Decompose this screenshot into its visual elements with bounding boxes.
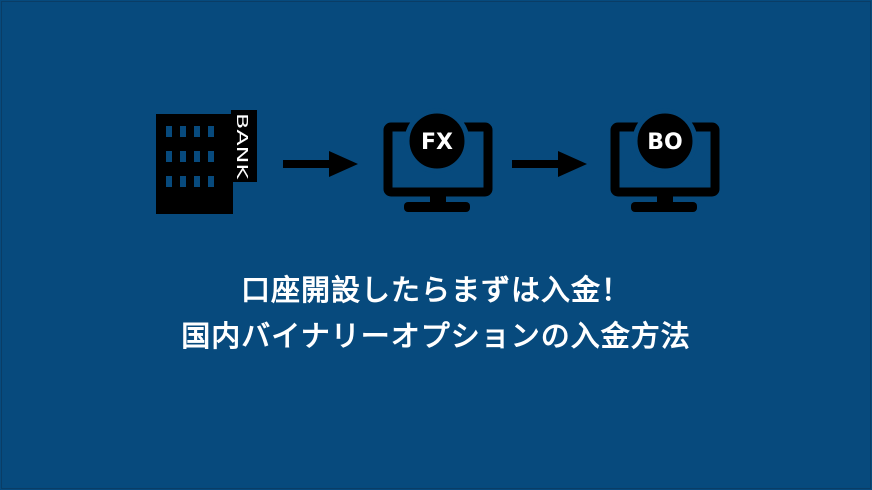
bo-monitor-icon: BO: [610, 108, 720, 212]
bank-sign-label: BANK: [233, 113, 251, 181]
deposit-flow-diagram: BANK FX BO: [156, 108, 720, 214]
arrow-right-icon: [283, 151, 358, 177]
bank-building-icon: BANK: [156, 110, 257, 214]
arrow-right-icon: [512, 151, 587, 177]
headline-line-2: 国内バイナリーオプションの入金方法: [181, 319, 691, 353]
fx-monitor-icon: FX: [383, 108, 493, 212]
fx-label: FX: [421, 130, 453, 155]
headline-line-1: 口座開設したらまずは入金！: [240, 273, 631, 307]
bo-label: BO: [647, 130, 682, 155]
bank-sign: [231, 110, 257, 182]
